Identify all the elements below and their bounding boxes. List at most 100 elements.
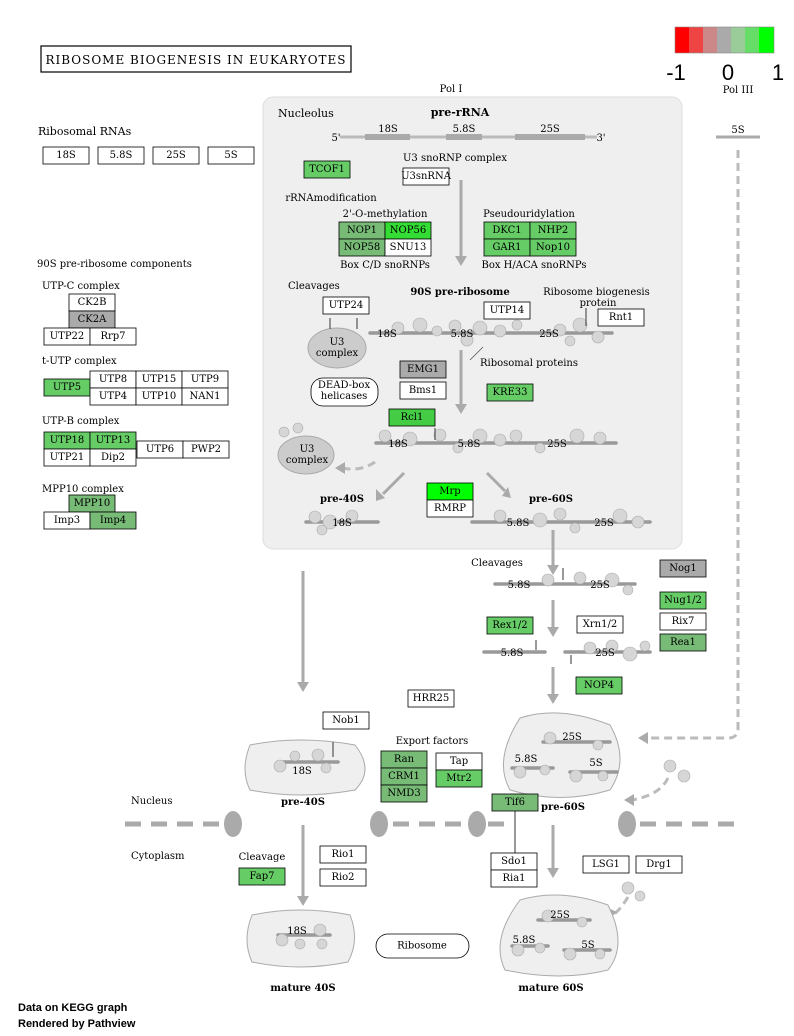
gene-ria1[interactable]: Ria1: [490, 869, 538, 888]
pre60s-label-2: pre-60S: [541, 802, 585, 813]
svg-text:Nop10: Nop10: [536, 242, 570, 253]
gene-tcof1[interactable]: TCOF1: [303, 160, 351, 179]
gene-utp14[interactable]: UTP14: [483, 301, 531, 320]
gene-rio1[interactable]: Rio1: [319, 845, 367, 864]
gene-snu13[interactable]: SNU13: [384, 238, 432, 257]
gene-ck2a[interactable]: CK2A: [68, 310, 116, 329]
gene-dkc1[interactable]: DKC1: [483, 221, 531, 240]
gene-rrna-5s[interactable]: 5S: [207, 146, 255, 165]
gene-rio2[interactable]: Rio2: [319, 868, 367, 887]
gene-nop10[interactable]: Nop10: [529, 238, 577, 257]
svg-text:Ria1: Ria1: [502, 873, 525, 884]
gene-utp18[interactable]: UTP18: [43, 431, 91, 450]
svg-text:Bms1: Bms1: [409, 385, 437, 396]
m60s-5s-label: 5S: [581, 940, 594, 951]
gene-utp5[interactable]: UTP5: [43, 378, 91, 397]
pre90s-18s-label: 18S: [377, 329, 397, 340]
svg-text:Tif6: Tif6: [505, 797, 525, 808]
gene-nop4[interactable]: NOP4: [575, 676, 623, 695]
gene-emg1[interactable]: EMG1: [399, 360, 447, 379]
gene-utp22[interactable]: UTP22: [43, 327, 91, 346]
gene-rcl1[interactable]: Rcl1: [388, 408, 436, 427]
gene-rrp7[interactable]: Rrp7: [89, 327, 137, 346]
gene-xrn1[interactable]: Xrn1/2: [576, 615, 624, 634]
gene-utp10[interactable]: UTP10: [135, 387, 183, 406]
flow-arrows: [297, 150, 740, 918]
gene-utp21[interactable]: UTP21: [43, 448, 91, 467]
gene-bms1[interactable]: Bms1: [399, 381, 447, 400]
svg-text:5S: 5S: [224, 150, 237, 161]
cleavages-label-1: Cleavages: [288, 281, 340, 292]
gene-fap7[interactable]: Fap7: [238, 867, 286, 886]
gene-utp9[interactable]: UTP9: [181, 370, 229, 389]
gene-nan1[interactable]: NAN1: [181, 387, 229, 406]
gene-nop58[interactable]: NOP58: [338, 238, 386, 257]
gene-hrr25[interactable]: HRR25: [407, 689, 455, 708]
gene-utp13[interactable]: UTP13: [89, 431, 137, 450]
svg-text:UTP15: UTP15: [142, 374, 177, 385]
nucleolus-label: Nucleolus: [278, 107, 334, 120]
m40s-18s-label: 18S: [287, 926, 307, 937]
gene-rix7[interactable]: Rix7: [659, 612, 707, 631]
svg-text:Rix7: Rix7: [672, 616, 695, 627]
gene-crm1[interactable]: CRM1: [380, 767, 428, 786]
gene-lsg1[interactable]: LSG1: [582, 855, 630, 874]
gene-utp4[interactable]: UTP4: [89, 387, 137, 406]
gene-rea1[interactable]: Rea1: [659, 633, 707, 652]
nuc60s-25s-label: 25S: [562, 732, 582, 743]
gene-gar1[interactable]: GAR1: [483, 238, 531, 257]
gene-tap[interactable]: Tap: [435, 752, 483, 771]
gene-rmrp[interactable]: RMRP: [426, 499, 474, 518]
gene-utp24[interactable]: UTP24: [322, 296, 370, 315]
n60s-58s-label: 5.8S: [507, 518, 530, 529]
c60s-58s-label: 5.8S: [508, 580, 531, 591]
gene-rrna-25s[interactable]: 25S: [152, 146, 200, 165]
gene-nug1[interactable]: Nug1/2: [659, 591, 707, 610]
gene-rrna-58s[interactable]: 5.8S: [97, 146, 145, 165]
footer-line-1: Data on KEGG graph: [18, 1002, 128, 1014]
gene-utp15[interactable]: UTP15: [135, 370, 183, 389]
gene-mtr2[interactable]: Mtr2: [435, 769, 483, 788]
gene-nop1[interactable]: NOP1: [338, 221, 386, 240]
gene-rrna-18s[interactable]: 18S: [42, 146, 90, 165]
svg-text:UTP14: UTP14: [490, 305, 525, 316]
gene-imp3[interactable]: Imp3: [43, 511, 91, 530]
gene-nog1[interactable]: Nog1: [659, 559, 707, 578]
gene-rex1[interactable]: Rex1/2: [486, 616, 534, 635]
gene-nmd3[interactable]: NMD3: [380, 784, 428, 803]
gene-sdo1[interactable]: Sdo1: [490, 852, 538, 871]
gene-utp6[interactable]: UTP6: [136, 440, 184, 459]
gene-mpp10[interactable]: MPP10: [68, 494, 116, 513]
svg-text:25S: 25S: [166, 150, 186, 161]
svg-text:CRM1: CRM1: [388, 771, 420, 782]
n40s-18s-label: 18S: [332, 518, 352, 529]
gene-kre33[interactable]: KRE33: [486, 383, 534, 402]
svg-text:UTP10: UTP10: [142, 391, 177, 402]
svg-text:Imp3: Imp3: [54, 515, 80, 526]
pre90s-label: 90S pre-ribosome: [410, 287, 509, 298]
svg-text:NMD3: NMD3: [387, 788, 420, 799]
c60s-25s-label: 25S: [590, 580, 610, 591]
gene-dip2[interactable]: Dip2: [89, 448, 137, 467]
gene-imp4[interactable]: Imp4: [89, 511, 137, 530]
gene-u3snrna[interactable]: U3snRNA: [401, 167, 452, 186]
gene-nhp2[interactable]: NHP2: [529, 221, 577, 240]
pol3-label: Pol III: [723, 85, 754, 96]
gene-utp8[interactable]: UTP8: [89, 370, 137, 389]
pseudouridylation-label: Pseudouridylation: [483, 209, 575, 220]
gene-ran[interactable]: Ran: [380, 750, 428, 769]
gene-tif6[interactable]: Tif6: [491, 793, 539, 812]
gene-nop56[interactable]: NOP56: [384, 221, 432, 240]
gene-mrp[interactable]: Mrp: [426, 482, 474, 501]
svg-text:UTP6: UTP6: [146, 444, 174, 455]
svg-text:Imp4: Imp4: [100, 515, 126, 526]
gene-nob1[interactable]: Nob1: [322, 711, 370, 730]
gene-pwp2[interactable]: PWP2: [182, 440, 230, 459]
gene-drg1[interactable]: Drg1: [635, 855, 683, 874]
five-prime-label: 5': [331, 133, 340, 144]
m60s-58s-label: 5.8S: [513, 935, 536, 946]
gene-ck2b[interactable]: CK2B: [68, 293, 116, 312]
gene-rnt1[interactable]: Rnt1: [597, 308, 645, 327]
